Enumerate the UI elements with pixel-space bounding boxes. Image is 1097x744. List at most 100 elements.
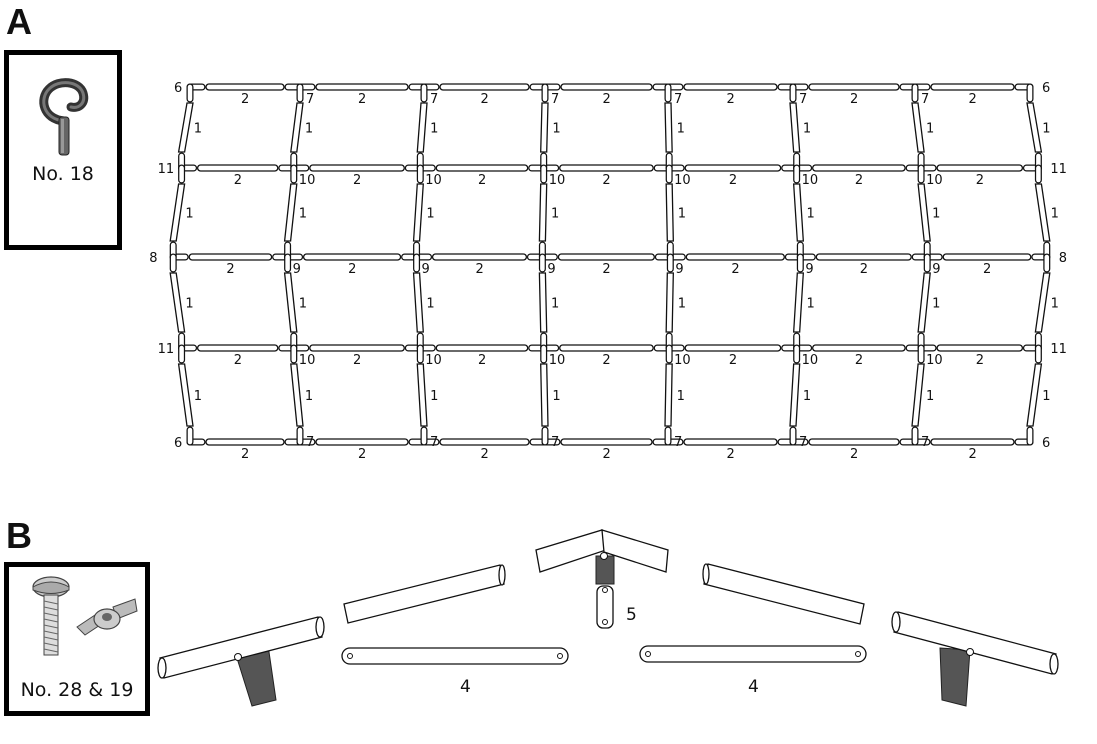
vertical-tube-label: 1	[678, 207, 686, 222]
vertical-tube-label: 1	[194, 389, 202, 404]
vertical-tube-label: 1	[194, 122, 202, 137]
cross-fitting-label: 9	[422, 262, 430, 277]
horizontal-tube	[936, 344, 1024, 352]
bottom-tube-right-label: 4	[748, 677, 759, 697]
horizontal-tube	[683, 438, 778, 446]
tee-fitting-label: 7	[551, 435, 559, 450]
vertical-tube-label: 1	[932, 207, 940, 222]
eye-screw-icon	[39, 78, 89, 156]
horizontal-tube-label: 2	[603, 447, 611, 462]
horizontal-tube-label: 2	[481, 447, 489, 462]
horizontal-tube-label: 2	[855, 173, 863, 188]
horizontal-tube	[930, 438, 1015, 446]
vertical-tube-label: 1	[552, 389, 560, 404]
cross-fitting-label: 10	[674, 353, 691, 368]
horizontal-tube	[439, 438, 530, 446]
vertical-tube	[792, 272, 805, 333]
horizontal-tube-label: 2	[481, 92, 489, 107]
horizontal-tube	[431, 253, 528, 261]
part-box-no-18: No. 18	[4, 50, 122, 250]
cross-fitting-label: 10	[425, 173, 442, 188]
horizontal-tube-label: 2	[602, 262, 610, 277]
side-fitting-label: 11	[1050, 342, 1067, 357]
vertical-tube-label: 1	[677, 122, 685, 137]
vertical-tube	[538, 183, 548, 242]
horizontal-tube	[196, 164, 279, 172]
ridge-fitting	[535, 529, 669, 629]
vertical-tube	[664, 102, 673, 153]
tee-fitting-label: 7	[674, 92, 682, 107]
vertical-tube	[1026, 102, 1043, 153]
tee-fitting-label: 7	[674, 435, 682, 450]
horizontal-tube	[439, 83, 530, 91]
horizontal-tube	[559, 164, 654, 172]
horizontal-tube	[684, 164, 782, 172]
side-fitting-label: 8	[1059, 251, 1067, 266]
vertical-tube	[1034, 272, 1051, 333]
horizontal-tube-label: 2	[729, 173, 737, 188]
horizontal-tube-label: 2	[850, 92, 858, 107]
horizontal-tube-label: 2	[727, 92, 735, 107]
horizontal-tube-label: 2	[855, 353, 863, 368]
vertical-tube	[664, 363, 673, 427]
bolt-icon	[32, 576, 70, 656]
horizontal-tube-label: 2	[602, 353, 610, 368]
bottom-tube-right	[639, 645, 867, 663]
bottom-tube-left	[341, 647, 569, 665]
side-fitting-label: 8	[149, 251, 157, 266]
vertical-tube-label: 1	[551, 207, 559, 222]
cross-fitting-label: 10	[926, 353, 943, 368]
horizontal-tube	[188, 253, 273, 261]
cross-fitting-label: 10	[299, 173, 316, 188]
horizontal-tube	[205, 438, 285, 446]
tee-fitting-label: 7	[921, 435, 929, 450]
bottom-tube-left-label: 4	[460, 677, 471, 697]
vertical-tube-label: 1	[803, 389, 811, 404]
horizontal-tube-label: 2	[353, 173, 361, 188]
horizontal-tube	[302, 253, 402, 261]
corner-fitting-label: 6	[1042, 81, 1050, 96]
vertical-tube	[416, 363, 428, 427]
vertical-tube	[789, 102, 801, 153]
vertical-tube-label: 1	[185, 297, 193, 312]
vertical-tube-label: 1	[1042, 389, 1050, 404]
vertical-tube	[665, 272, 674, 333]
vertical-tube	[177, 102, 194, 153]
tee-fitting-label: 7	[551, 92, 559, 107]
horizontal-tube-label: 2	[983, 262, 991, 277]
corner-fitting-label: 6	[1042, 436, 1050, 451]
horizontal-tube	[942, 253, 1032, 261]
vertical-tube	[169, 183, 186, 242]
vertical-tube	[416, 102, 428, 153]
wing-nut-icon	[76, 598, 138, 636]
vertical-tube	[290, 363, 304, 427]
vertical-tube-label: 1	[932, 297, 940, 312]
vertical-tube	[917, 272, 931, 333]
horizontal-tube	[560, 83, 653, 91]
corner-fitting-label: 6	[174, 436, 182, 451]
section-a-letter: A	[6, 1, 32, 42]
horizontal-tube	[936, 164, 1024, 172]
horizontal-tube-label: 2	[969, 92, 977, 107]
upper-right-rafter-tube	[703, 563, 865, 625]
horizontal-tube-label: 2	[241, 92, 249, 107]
vertical-tube	[412, 183, 424, 242]
horizontal-tube-label: 2	[475, 262, 483, 277]
cross-fitting-label: 9	[675, 262, 683, 277]
horizontal-tube-label: 2	[976, 173, 984, 188]
horizontal-tube	[315, 438, 409, 446]
vertical-tube	[1034, 183, 1051, 242]
vertical-tube-label: 1	[806, 207, 814, 222]
horizontal-tube	[930, 83, 1015, 91]
side-fitting-label: 11	[1050, 162, 1067, 177]
cross-fitting-label: 10	[299, 353, 316, 368]
horizontal-tube-label: 2	[478, 353, 486, 368]
horizontal-tube	[683, 83, 778, 91]
horizontal-tube	[309, 164, 405, 172]
horizontal-tube-label: 2	[602, 173, 610, 188]
horizontal-tube	[812, 164, 906, 172]
horizontal-tube-label: 2	[727, 447, 735, 462]
ridge-fitting-label: 5	[626, 605, 637, 625]
cross-fitting-label: 10	[549, 173, 566, 188]
